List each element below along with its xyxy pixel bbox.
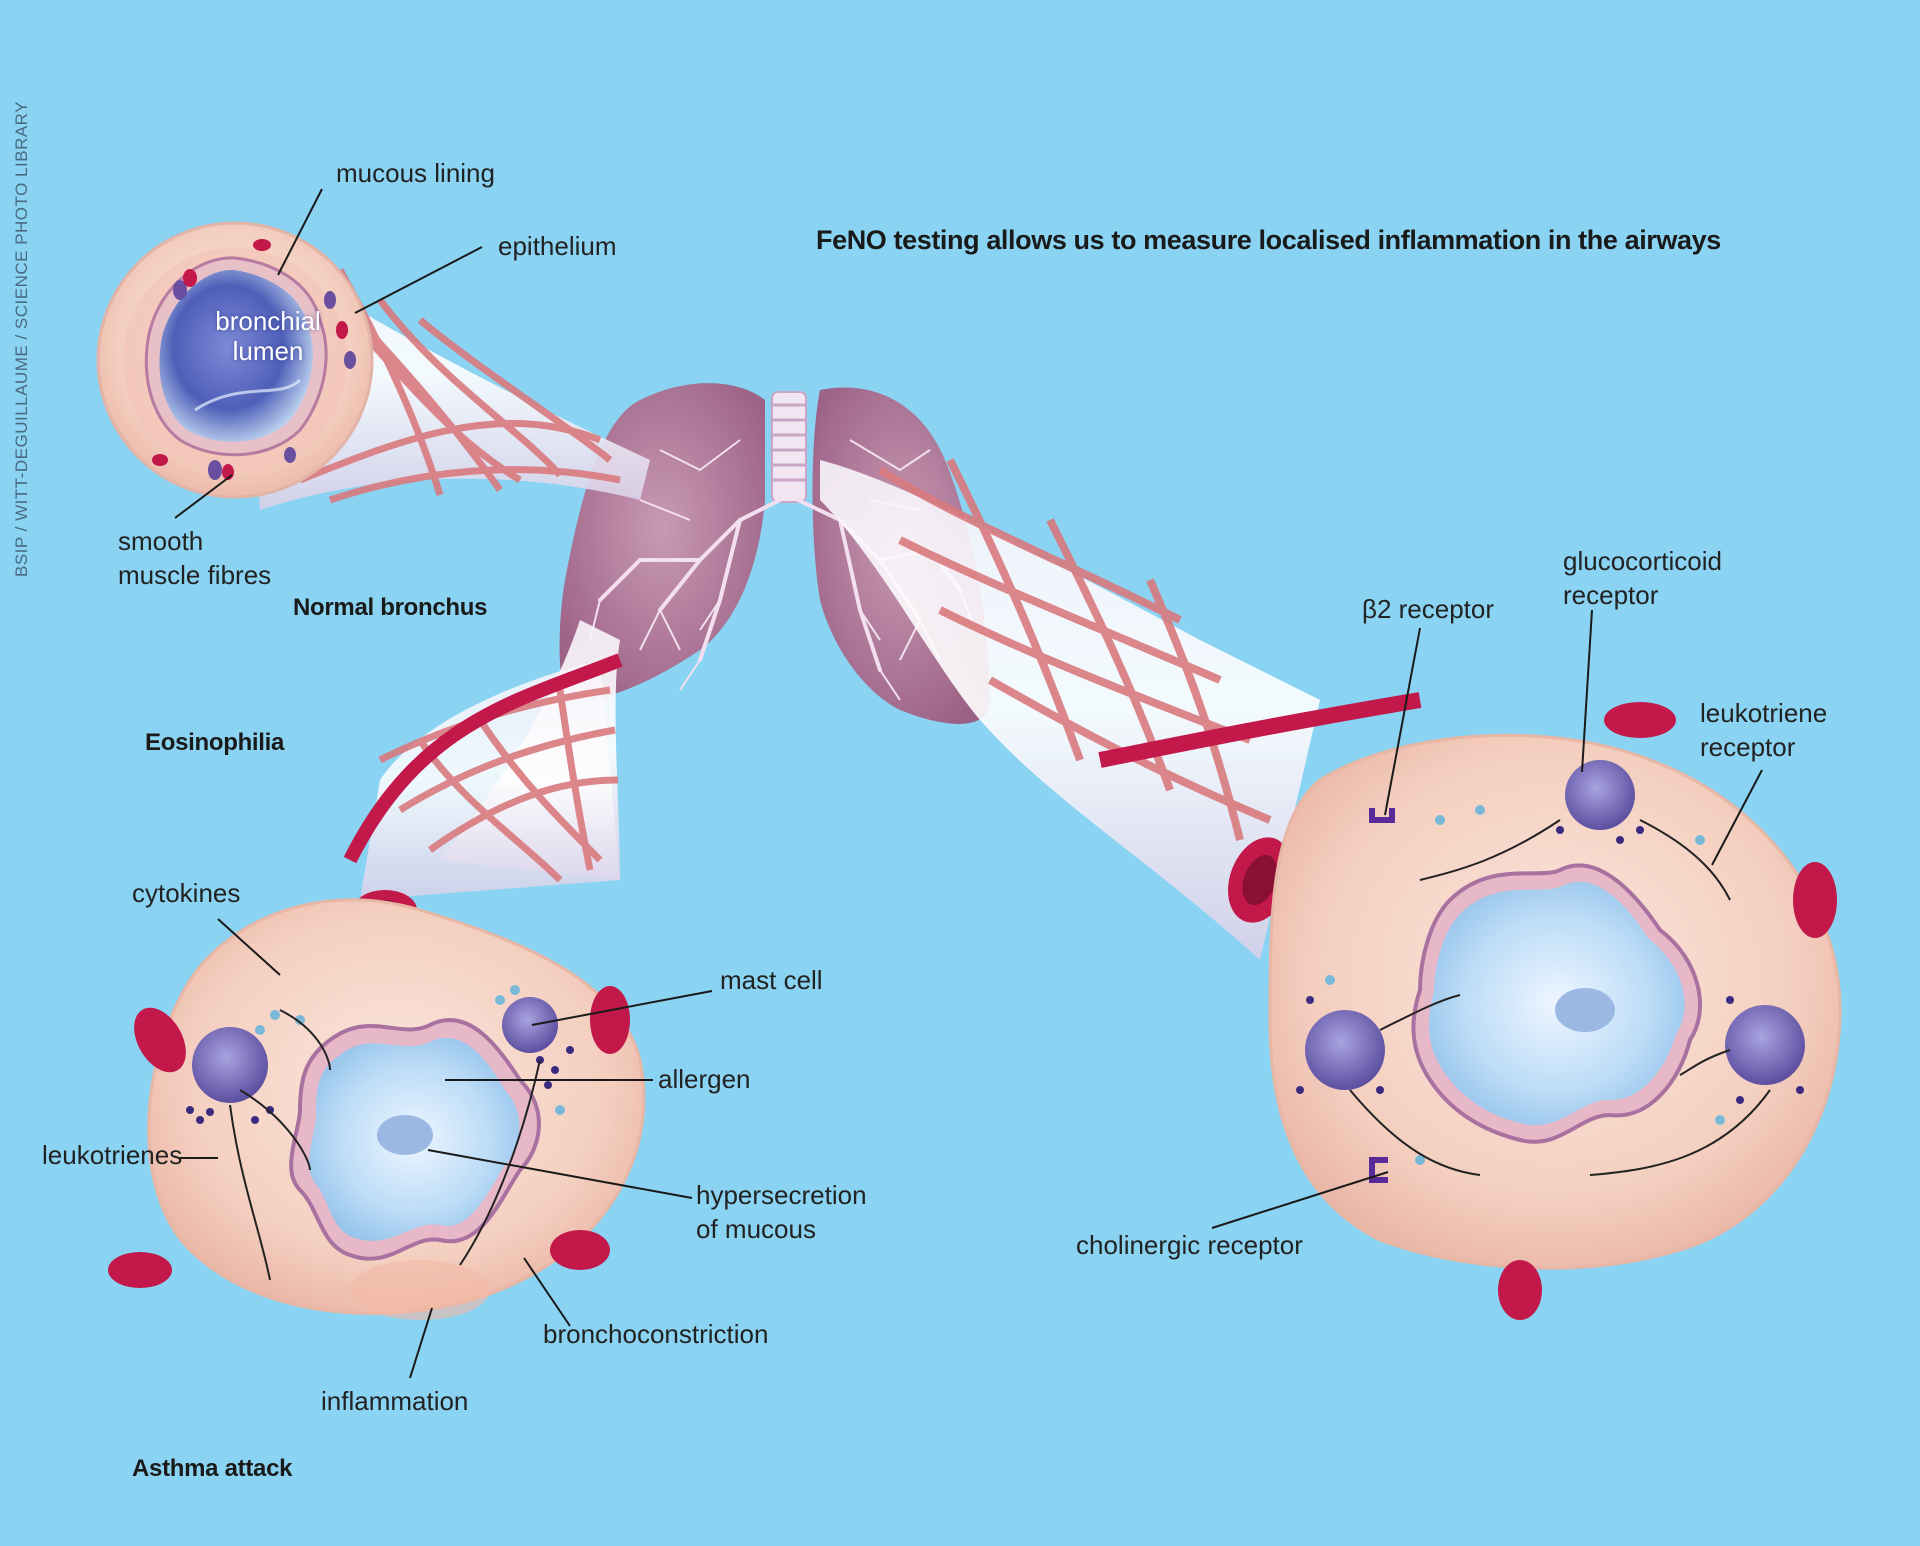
label-mast-cell: mast cell: [720, 965, 823, 995]
image-credit: BSIP / WITT-DEGUILLAUME / SCIENCE PHOTO …: [12, 101, 31, 577]
heading-eosinophilia: Eosinophilia: [145, 729, 285, 756]
label-smooth-muscle: smooth muscle fibres: [118, 524, 271, 592]
label-smooth-muscle-line-1: smooth: [118, 526, 204, 556]
label-hypersecretion: hypersecretion of mucous: [696, 1178, 867, 1246]
label-allergen: allergen: [658, 1064, 751, 1094]
label-leukotriene-line-2: receptor: [1700, 732, 1796, 762]
label-glucocorticoid-receptor: glucocorticoid receptor: [1563, 544, 1722, 612]
normal-bronchus: [96, 221, 650, 510]
label-hypersecretion-line-2: of mucous: [696, 1214, 816, 1244]
label-cytokines: cytokines: [132, 878, 241, 908]
label-bronchoconstriction: bronchoconstriction: [543, 1319, 769, 1349]
treated-bronchus: [820, 458, 1842, 1320]
label-smooth-muscle-line-2: muscle fibres: [118, 560, 272, 590]
label-leukotriene-line-1: leukotriene: [1700, 698, 1828, 728]
label-b2-receptor: β2 receptor: [1362, 594, 1495, 624]
label-glucocorticoid-line-2: receptor: [1563, 580, 1659, 610]
label-hypersecretion-line-1: hypersecretion: [696, 1180, 867, 1210]
label-cholinergic-receptor: cholinergic receptor: [1076, 1230, 1303, 1260]
label-epithelium: epithelium: [498, 231, 617, 261]
label-mucous-lining: mucous lining: [336, 158, 495, 188]
heading-normal-bronchus: Normal bronchus: [293, 594, 488, 621]
label-leukotrienes: leukotrienes: [42, 1140, 183, 1170]
label-leukotriene-receptor: leukotriene receptor: [1700, 696, 1827, 764]
label-bronchial-lumen: bronchial lumen: [203, 306, 333, 366]
asthma-bronchus: [108, 620, 646, 1320]
label-bronchial-line-2: lumen: [232, 336, 304, 366]
leader-lines: [174, 188, 1763, 1379]
label-glucocorticoid-line-1: glucocorticoid: [1563, 546, 1722, 576]
label-inflammation: inflammation: [321, 1386, 469, 1416]
heading-asthma-attack: Asthma attack: [132, 1455, 293, 1482]
page-title: FeNO testing allows us to measure locali…: [816, 225, 1721, 255]
label-bronchial-line-1: bronchial: [215, 306, 321, 336]
